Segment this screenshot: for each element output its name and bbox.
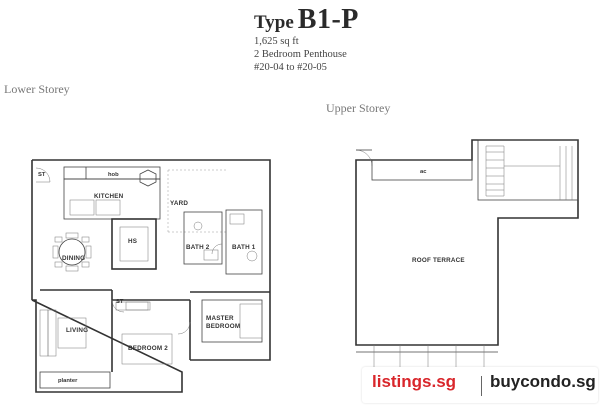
unit-type: 2 Bedroom Penthouse bbox=[254, 49, 347, 60]
unit-area: 1,625 sq ft bbox=[254, 36, 299, 47]
label-yard: YARD bbox=[170, 200, 188, 207]
unit-numbers: #20-04 to #20-05 bbox=[254, 62, 327, 73]
label-ac: ac bbox=[420, 169, 427, 175]
label-dining: DINING bbox=[62, 255, 85, 262]
label-master-line1: MASTER bbox=[206, 315, 234, 322]
label-bath2: BATH 2 bbox=[186, 244, 210, 251]
title-prefix: Type bbox=[254, 12, 294, 33]
watermark-banner: listings.sg buycondo.sg bbox=[362, 367, 598, 403]
label-bedroom2: BEDROOM 2 bbox=[128, 345, 168, 352]
watermark-buycondo: buycondo.sg bbox=[490, 372, 596, 391]
label-st-mid: ST bbox=[116, 299, 124, 305]
lower-storey-heading: Lower Storey bbox=[4, 82, 70, 96]
label-bath1: BATH 1 bbox=[232, 244, 256, 251]
label-living: LIVING bbox=[66, 327, 88, 334]
watermark-divider bbox=[481, 376, 482, 396]
watermark-listings: listings.sg bbox=[372, 372, 457, 391]
lower-storey-plan: ST hob KITCHEN YARD HS DINING BATH 2 BAT… bbox=[31, 159, 271, 393]
label-planter: planter bbox=[58, 378, 78, 384]
label-kitchen: KITCHEN bbox=[94, 193, 124, 200]
label-hs: HS bbox=[128, 238, 137, 245]
label-st-top: ST bbox=[38, 172, 46, 178]
upper-storey-heading: Upper Storey bbox=[326, 101, 391, 115]
upper-storey-plan: ac ROOF TERRACE bbox=[355, 139, 579, 372]
plan-title: Type B1-P bbox=[254, 4, 359, 36]
label-roof-terrace: ROOF TERRACE bbox=[412, 257, 465, 264]
label-hob: hob bbox=[108, 172, 119, 178]
label-master-line2: BEDROOM bbox=[206, 323, 240, 330]
title-code: B1-P bbox=[297, 4, 359, 35]
